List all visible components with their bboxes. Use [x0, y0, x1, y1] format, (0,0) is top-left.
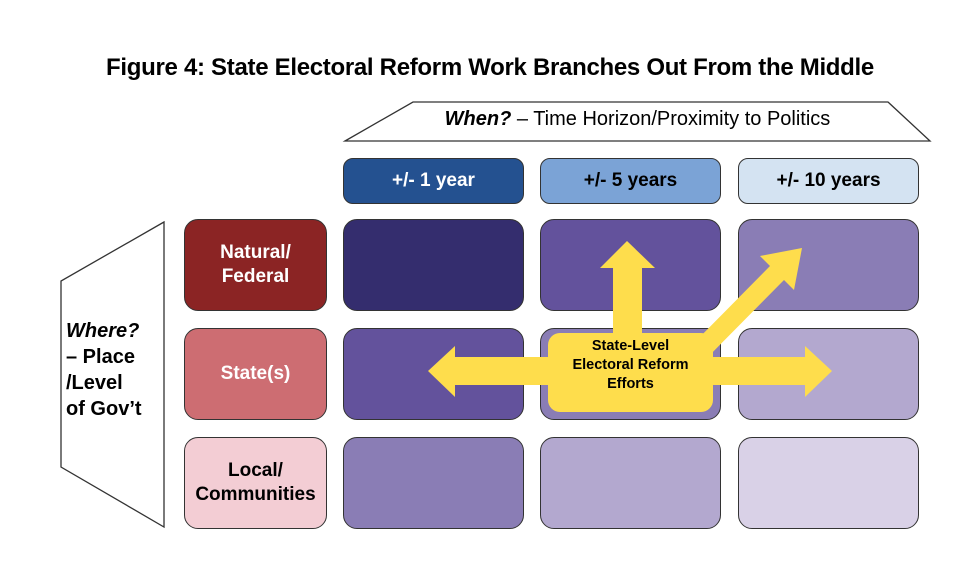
row-label-line: Local/ [228, 460, 283, 481]
row-label-states: State(s) [184, 328, 327, 420]
row-label-line: State(s) [220, 363, 291, 384]
arrow-up [600, 241, 655, 345]
when-axis-trapezoid [342, 101, 932, 142]
column-header-label: +/- 1 year [392, 170, 475, 191]
column-header-10-years: +/- 10 years [738, 158, 919, 204]
row-label-national-federal: Natural/Federal [184, 219, 327, 311]
figure-title: Figure 4: State Electoral Reform Work Br… [106, 54, 874, 81]
grid-cell [343, 219, 524, 311]
column-header-label: +/- 10 years [776, 170, 881, 191]
where-axis-line: of Gov’t [66, 398, 142, 420]
column-header-5-years: +/- 5 years [540, 158, 721, 204]
row-label-line: Communities [195, 484, 316, 505]
column-header-label: +/- 5 years [583, 170, 678, 191]
where-axis-label-italic: Where? [66, 320, 140, 342]
center-label-line: State-Level [591, 338, 670, 354]
when-axis-label-rest: – Time Horizon/Proximity to Politics [511, 108, 831, 130]
arrow-left [428, 346, 560, 397]
center-box [548, 333, 713, 412]
where-axis-line: – Place [66, 346, 135, 368]
where-axis-line: /Level [66, 372, 123, 394]
where-axis-trapezoid [60, 220, 165, 529]
center-label: State-Level Electoral Reform Efforts [548, 337, 713, 394]
grid-cell [540, 437, 721, 529]
row-label-local-communities: Local/Communities [184, 437, 327, 529]
grid-cell [343, 437, 524, 529]
arrow-up-right [685, 248, 802, 366]
when-axis-label-italic: When? [444, 108, 512, 130]
arrow-right [700, 346, 832, 397]
center-label-line: Efforts [607, 376, 654, 392]
center-label-line: Electoral Reform [572, 357, 689, 373]
column-header-1-year: +/- 1 year [343, 158, 524, 204]
grid-cell [738, 437, 919, 529]
row-label-line: Natural/ [220, 242, 291, 263]
where-axis-label: Where? – Place /Level of Gov’t [66, 318, 142, 422]
row-label-line: Federal [221, 266, 290, 287]
when-axis-label: When? – Time Horizon/Proximity to Politi… [345, 108, 930, 131]
